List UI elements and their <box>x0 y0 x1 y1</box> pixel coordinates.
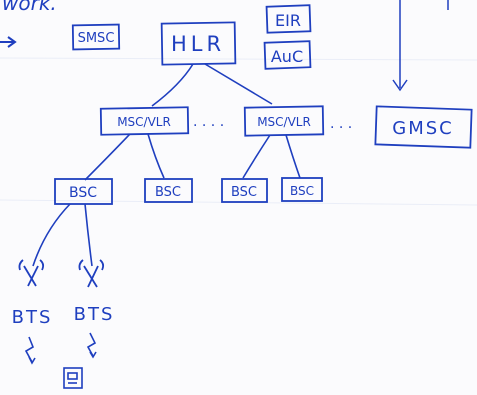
bsc-3-label: BSC <box>231 185 257 200</box>
smsc-node: SMSC <box>71 23 121 51</box>
eir-label: EIR <box>275 11 301 30</box>
smsc-label: SMSC <box>78 31 115 46</box>
antenna-icon <box>18 259 45 287</box>
auc-node: AuC <box>263 40 312 70</box>
antenna-icon <box>78 259 105 288</box>
hlr-node: HLR <box>160 21 237 66</box>
msc-vlr-right-label: MSC/VLR <box>257 115 311 129</box>
bts-2-label: BTS <box>74 304 115 325</box>
down-arrow-icon <box>392 0 408 92</box>
msc-vlr-left-label: MSC/VLR <box>117 115 171 129</box>
msc-vlr-right-node: MSC/VLR <box>243 105 325 137</box>
bsc-1-label: BSC <box>69 185 97 201</box>
eir-node: EIR <box>265 4 312 34</box>
bsc-2-label: BSC <box>155 185 181 200</box>
mobile-phone-icon <box>63 367 83 389</box>
msc-vlr-left-node: MSC/VLR <box>99 106 190 136</box>
top-fragment-text: work. <box>2 0 57 15</box>
bsc-3-node: BSC <box>221 178 268 203</box>
hlr-label: HLR <box>171 32 225 56</box>
gmsc-node: GMSC <box>374 105 473 149</box>
auc-label: AuC <box>271 47 303 66</box>
gmsc-label: GMSC <box>392 118 453 139</box>
ellipsis-right: · · · <box>330 120 352 136</box>
ellipsis-left: · · · · <box>193 118 224 134</box>
bsc-4-label: BSC <box>290 184 314 198</box>
lightning-icon <box>86 332 97 359</box>
left-arrow-icon <box>0 36 17 48</box>
bsc-bts-links <box>32 203 93 267</box>
bsc-1-node: BSC <box>54 178 113 205</box>
bsc-2-node: BSC <box>144 178 193 203</box>
bsc-4-node: BSC <box>281 177 323 202</box>
msc-bsc-links <box>84 133 301 181</box>
bts-1-label: BTS <box>12 307 53 328</box>
hlr-links <box>151 63 273 107</box>
lightning-icon <box>24 336 36 365</box>
